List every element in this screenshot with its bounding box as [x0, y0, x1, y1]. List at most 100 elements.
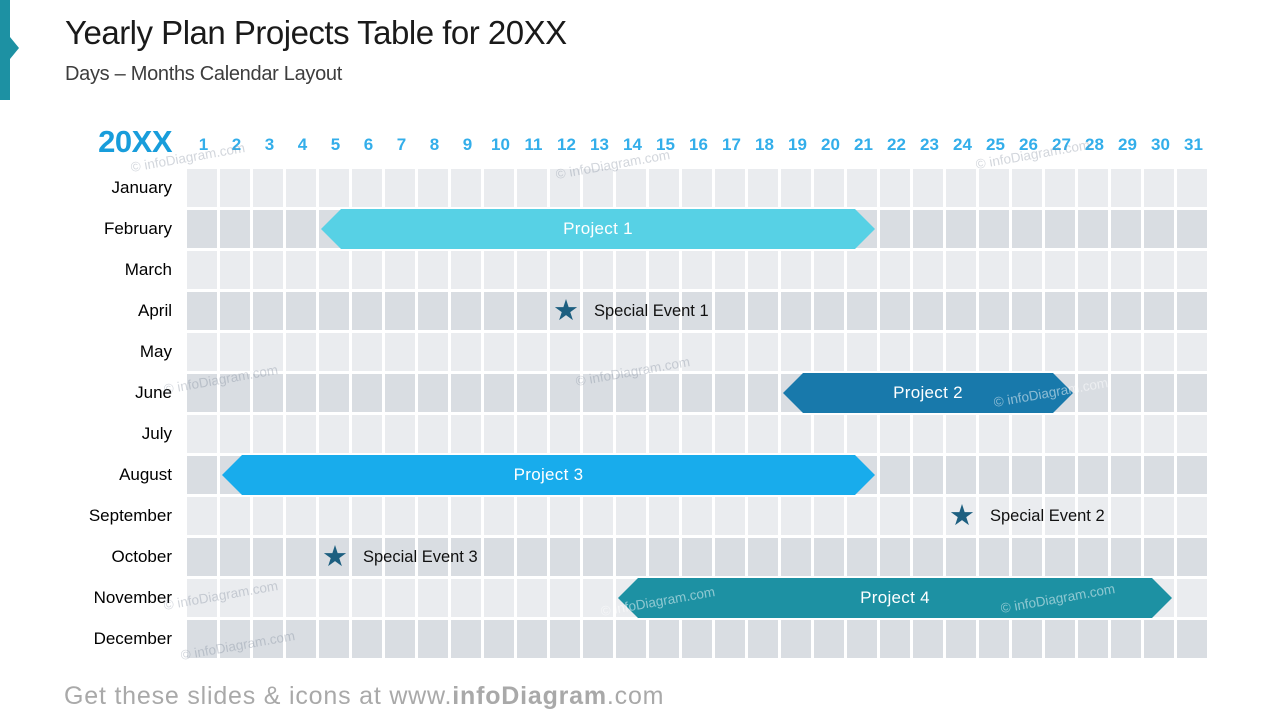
month-label: February — [103, 219, 172, 238]
grid-cell — [748, 497, 778, 535]
grid-cell — [484, 374, 514, 412]
grid-cell — [946, 210, 976, 248]
day-number: 14 — [623, 135, 642, 154]
grid-cell — [583, 415, 613, 453]
grid-cell — [649, 292, 679, 330]
project-bar: Project 4 — [618, 578, 1172, 618]
month-label: November — [93, 588, 172, 607]
grid-cell — [748, 292, 778, 330]
grid-cell — [385, 497, 415, 535]
grid-cell — [187, 456, 217, 494]
grid-cell — [946, 456, 976, 494]
grid-cell — [979, 169, 1009, 207]
grid-cell — [1144, 169, 1174, 207]
grid-cell — [748, 169, 778, 207]
event-star-icon: ★ — [322, 541, 348, 573]
grid-cell — [682, 497, 712, 535]
grid-cell — [451, 374, 481, 412]
grid-cell — [418, 374, 448, 412]
day-number: 27 — [1052, 135, 1071, 154]
grid-cell — [715, 292, 745, 330]
grid-cell — [1144, 415, 1174, 453]
grid-cell — [517, 292, 547, 330]
grid-cell — [352, 620, 382, 658]
grid-cell — [319, 169, 349, 207]
grid-cell — [1177, 210, 1207, 248]
grid-cell — [1045, 169, 1075, 207]
grid-cell — [286, 169, 316, 207]
grid-cell — [286, 415, 316, 453]
grid-cell — [550, 292, 580, 330]
day-number: 23 — [920, 135, 939, 154]
grid-cell — [880, 620, 910, 658]
grid-cell — [1012, 333, 1042, 371]
grid-cell — [286, 620, 316, 658]
grid-cell — [484, 620, 514, 658]
event-star-icon: ★ — [553, 295, 579, 327]
grid-cell — [1078, 497, 1108, 535]
footer-text-prefix: Get these slides & icons at www. — [64, 682, 453, 710]
grid-cell — [385, 169, 415, 207]
grid-cell — [979, 292, 1009, 330]
day-number: 24 — [953, 135, 972, 154]
grid-cell — [1177, 456, 1207, 494]
grid-cell — [253, 620, 283, 658]
year-label: 20XX — [98, 124, 172, 159]
grid-cell — [484, 497, 514, 535]
grid-cell — [187, 579, 217, 617]
day-number: 11 — [524, 135, 543, 154]
month-label: December — [93, 629, 172, 648]
day-number: 2 — [231, 135, 242, 154]
grid-cell — [1111, 415, 1141, 453]
grid-cell — [946, 333, 976, 371]
month-label: October — [111, 547, 172, 566]
grid-cell — [583, 579, 613, 617]
footer-text-suffix: .com — [606, 682, 665, 710]
day-number: 3 — [264, 135, 275, 154]
month-label: August — [119, 465, 172, 484]
day-number: 8 — [429, 135, 440, 154]
day-number: 19 — [788, 135, 807, 154]
event-label: Special Event 3 — [363, 548, 478, 566]
grid-cell — [880, 497, 910, 535]
grid-cell — [517, 538, 547, 576]
month-label: April — [137, 301, 172, 320]
grid-cell — [913, 497, 943, 535]
grid-cell — [319, 292, 349, 330]
grid-cell — [385, 620, 415, 658]
grid-cell — [253, 333, 283, 371]
grid-cell — [979, 497, 1009, 535]
grid-cell — [1012, 538, 1042, 576]
grid-cell — [352, 415, 382, 453]
month-label: May — [139, 342, 172, 361]
grid-cell — [814, 169, 844, 207]
day-number: 30 — [1151, 135, 1170, 154]
grid-cell — [418, 538, 448, 576]
grid-cell — [946, 497, 976, 535]
day-number: 13 — [590, 135, 609, 154]
grid-cell — [1078, 415, 1108, 453]
grid-cell — [913, 538, 943, 576]
grid-cell — [946, 251, 976, 289]
grid-cell — [253, 538, 283, 576]
grid-cell — [715, 374, 745, 412]
footer-credit: Get these slides & icons at www.infoDiag… — [64, 682, 664, 711]
grid-cell — [187, 333, 217, 371]
grid-cell — [319, 538, 349, 576]
page-title: Yearly Plan Projects Table for 20XX — [65, 14, 567, 51]
grid-cell — [979, 251, 1009, 289]
grid-cell — [550, 415, 580, 453]
grid-cell — [1111, 538, 1141, 576]
project-bar-label: Project 1 — [563, 219, 633, 238]
grid-cell — [451, 292, 481, 330]
grid-cell — [616, 251, 646, 289]
grid-cell — [451, 415, 481, 453]
grid-cell — [781, 620, 811, 658]
grid-cell — [517, 620, 547, 658]
grid-cell — [385, 415, 415, 453]
accent-bar — [0, 0, 19, 100]
grid-cell — [748, 538, 778, 576]
grid-cell — [319, 579, 349, 617]
grid-cell — [682, 374, 712, 412]
month-label: September — [88, 506, 172, 525]
